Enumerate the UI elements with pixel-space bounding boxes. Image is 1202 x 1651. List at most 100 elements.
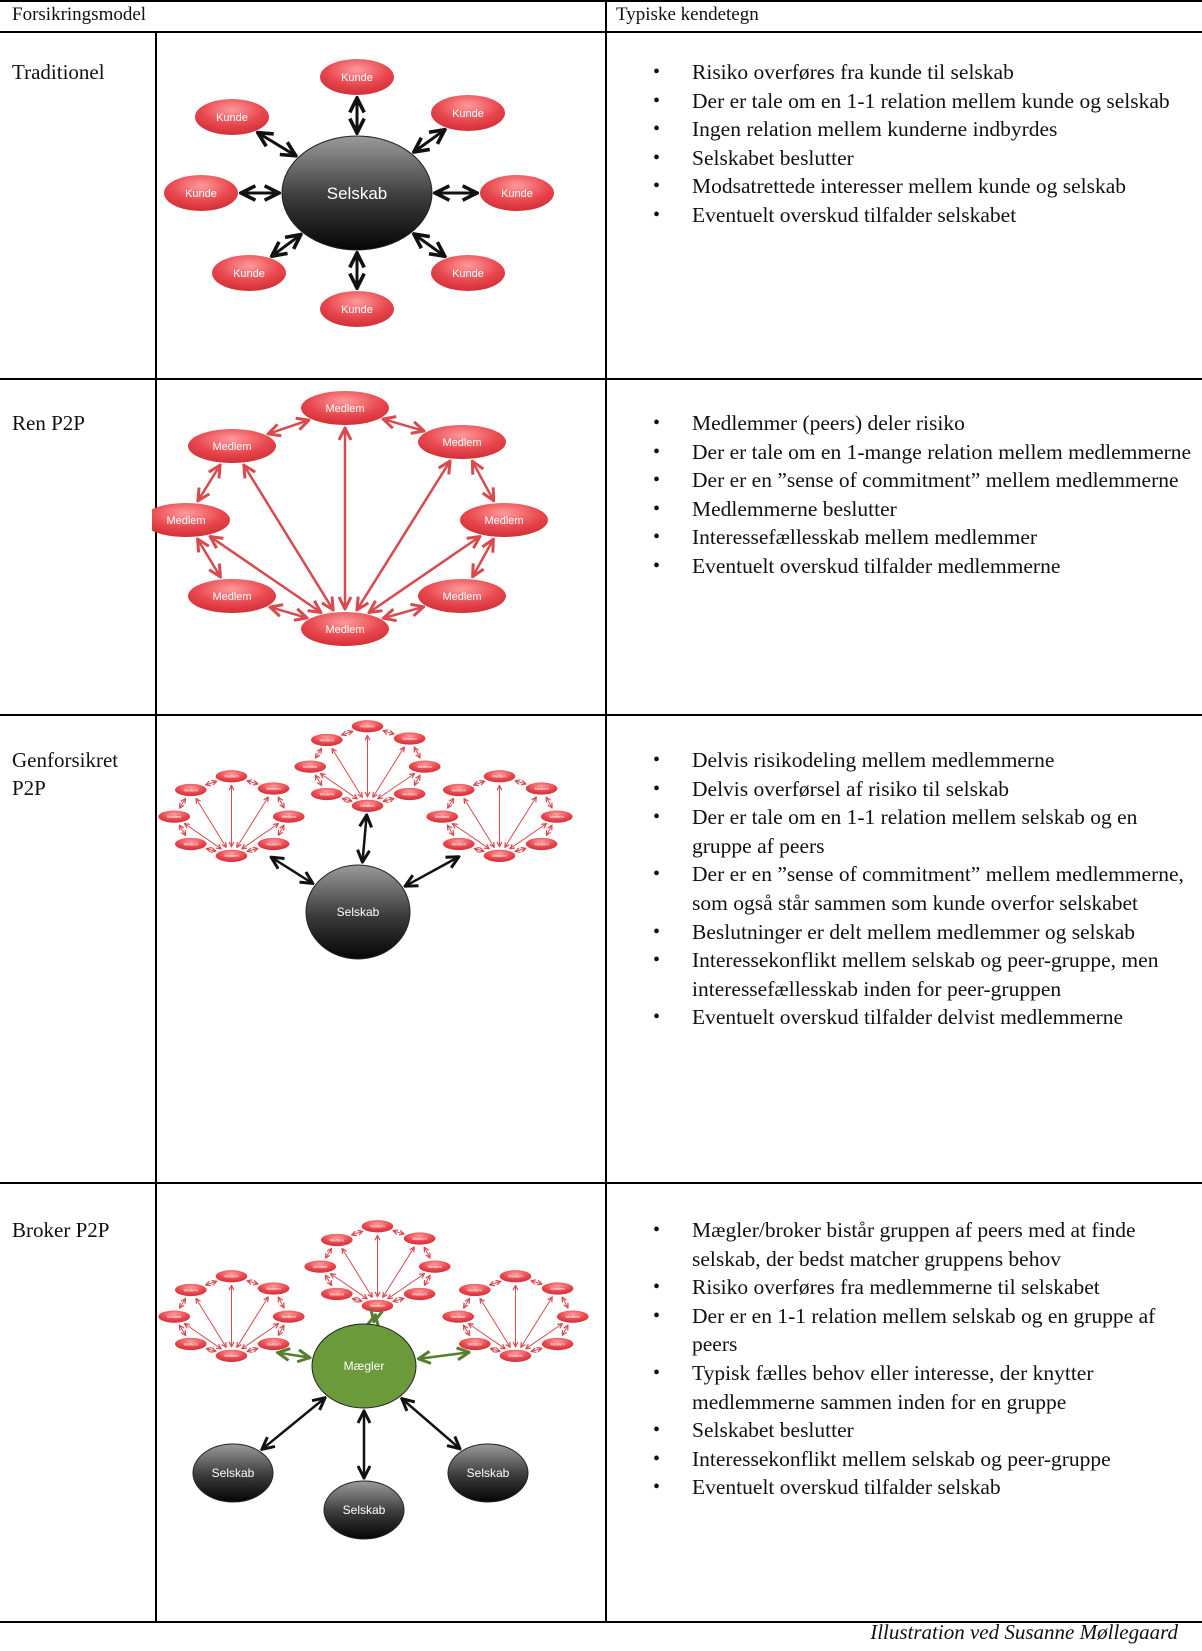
header-features: Typiske kendetegn [616,4,759,25]
group-3-arrow [546,825,552,835]
feature-item: Der er tale om en 1-mange relation melle… [653,438,1198,467]
group-1-node-medlem-label: Medlem [224,774,239,779]
node-selskab-label: Selskab [343,1503,386,1517]
feature-item: Der er en 1-1 relation mellem selskab og… [653,1302,1198,1359]
group-1-arrow [179,825,185,835]
arrow-group-selskab [271,857,313,883]
group-3-node-medlem: Medlem [442,837,475,851]
features-traditionel: Risiko overføres fra kunde til selskab D… [653,58,1198,230]
group-3-node-medlem: Medlem [556,1310,589,1323]
group-3-node-medlem-label: Medlem [452,841,467,846]
group-3-node-medlem: Medlem [442,1310,475,1323]
group-2-arrow [388,1274,425,1299]
p2p-node-medlem-label: Medlem [166,515,205,527]
group-1-node-medlem-label: Medlem [224,1274,239,1279]
p2p-node-medlem: Medlem [460,503,548,537]
group-1-arrow [184,824,221,849]
group-2-node-medlem: Medlem [393,787,426,801]
arrow-group-maegler [278,1353,310,1358]
feature-item: Beslutninger er delt mellem medlemmer og… [653,918,1198,947]
feature-item: Der er en ”sense of commitment” mellem m… [653,860,1198,917]
group-2-node-medlem-label: Medlem [418,764,433,769]
column-divider-features [605,0,607,1623]
feature-item: Modsatrettede interesser mellem kunde og… [653,172,1198,201]
node-kunde-label: Kunde [501,188,533,200]
group-1-arrow [242,824,279,849]
p2p-node-medlem: Medlem [301,391,389,425]
feature-item: Der er tale om en 1-1 relation mellem ku… [653,87,1198,116]
group-2-node-medlem: Medlem [320,1287,353,1301]
group-2-arrow [315,775,321,785]
group-3-arrow [452,824,489,849]
group-3-node-medlem-label: Medlem [452,787,467,792]
arrow-maegler-selskab [402,1399,460,1449]
group-1-node-medlem: Medlem [174,1283,207,1297]
feature-item: Risiko overføres fra kunde til selskab [653,58,1198,87]
group-1-arrow [247,1281,258,1284]
row-divider-2 [0,714,1202,716]
node-selskab-label: Selskab [327,184,387,203]
arrow-group-maegler [374,1315,376,1322]
features-genforsikret-p2p: Delvis risikodeling mellem medlemmerne D… [653,746,1198,1032]
p2p-node-medlem-label: Medlem [212,441,251,453]
node-kunde: Kunde [480,175,554,211]
group-1-arrow [247,781,258,784]
group-2-node-medlem-label: Medlem [370,1303,385,1308]
group-3-node-medlem-label: Medlem [508,1353,523,1358]
group-2-node-medlem-label: Medlem [412,1291,427,1296]
model-label-ren-p2p: Ren P2P [12,411,85,435]
group-2-node-medlem: Medlem [418,1260,451,1273]
header-model: Forsikringsmodel [12,4,147,25]
node-kunde: Kunde [195,99,269,135]
group-3-arrow [515,781,526,784]
node-selskab-label: Selskab [337,905,380,919]
group-1-arrow [206,781,217,785]
group-3-arrow [546,797,552,808]
group-1-node-medlem-label: Medlem [167,1314,182,1319]
p2p-node-medlem: Medlem [152,503,230,537]
group-1-node-medlem-label: Medlem [167,814,182,819]
group-2-node-medlem: Medlem [294,760,327,773]
group-1-node-medlem: Medlem [215,1270,248,1283]
group-1-arrow [247,848,258,851]
p2p-arrow [270,607,307,618]
group-1-arrow [278,1297,284,1308]
group-3-arrow [531,1281,542,1284]
node-kunde-label: Kunde [185,188,217,200]
group-3-node-medlem-label: Medlem [435,814,450,819]
group-2-node-medlem: Medlem [393,732,426,745]
model-label-broker-p2p: Broker P2P [12,1218,110,1242]
group-3-arrow [474,781,485,785]
group-1-node-medlem: Medlem [257,782,290,795]
node-maegler: Mægler [311,1323,417,1409]
group-2-node-medlem: Medlem [320,1233,353,1247]
group-3-arrow [463,1325,469,1335]
group-3-arrow [515,848,526,851]
group-2-arrow [383,798,394,801]
group-1-arrow [180,1298,186,1308]
group-1-node-medlem-label: Medlem [266,841,281,846]
group-2-node-medlem-label: Medlem [320,737,335,742]
group-2-arrow [414,747,420,758]
group-2-arrow [326,1248,332,1258]
group-2-node-medlem-label: Medlem [402,736,417,741]
group-1-node-medlem: Medlem [174,783,207,797]
feature-item: Eventuelt overskud tilfalder selskab [653,1473,1198,1502]
group-2-node-medlem-label: Medlem [303,764,318,769]
feature-item: Medlemmerne beslutter [653,495,1198,524]
feature-item: Der er en ”sense of commitment” mellem m… [653,466,1198,495]
group-1-node-medlem-label: Medlem [184,787,199,792]
group-2-node-medlem: Medlem [351,799,384,812]
p2p-node-medlem: Medlem [418,425,506,459]
p2p-node-medlem-label: Medlem [325,624,364,636]
group-1-arrow [180,798,186,808]
arrow-group-selskab [405,857,459,886]
group-3-node-medlem: Medlem [458,1337,491,1351]
group-3-arrow [468,1324,505,1349]
group-1-node-medlem-label: Medlem [266,1341,281,1346]
p2p-arrow [369,537,480,613]
group-2-node-medlem: Medlem [310,733,343,747]
arrow-connector [414,130,445,152]
group-3-node-medlem-label: Medlem [451,1314,466,1319]
feature-item: Ingen relation mellem kunderne indbyrdes [653,115,1198,144]
